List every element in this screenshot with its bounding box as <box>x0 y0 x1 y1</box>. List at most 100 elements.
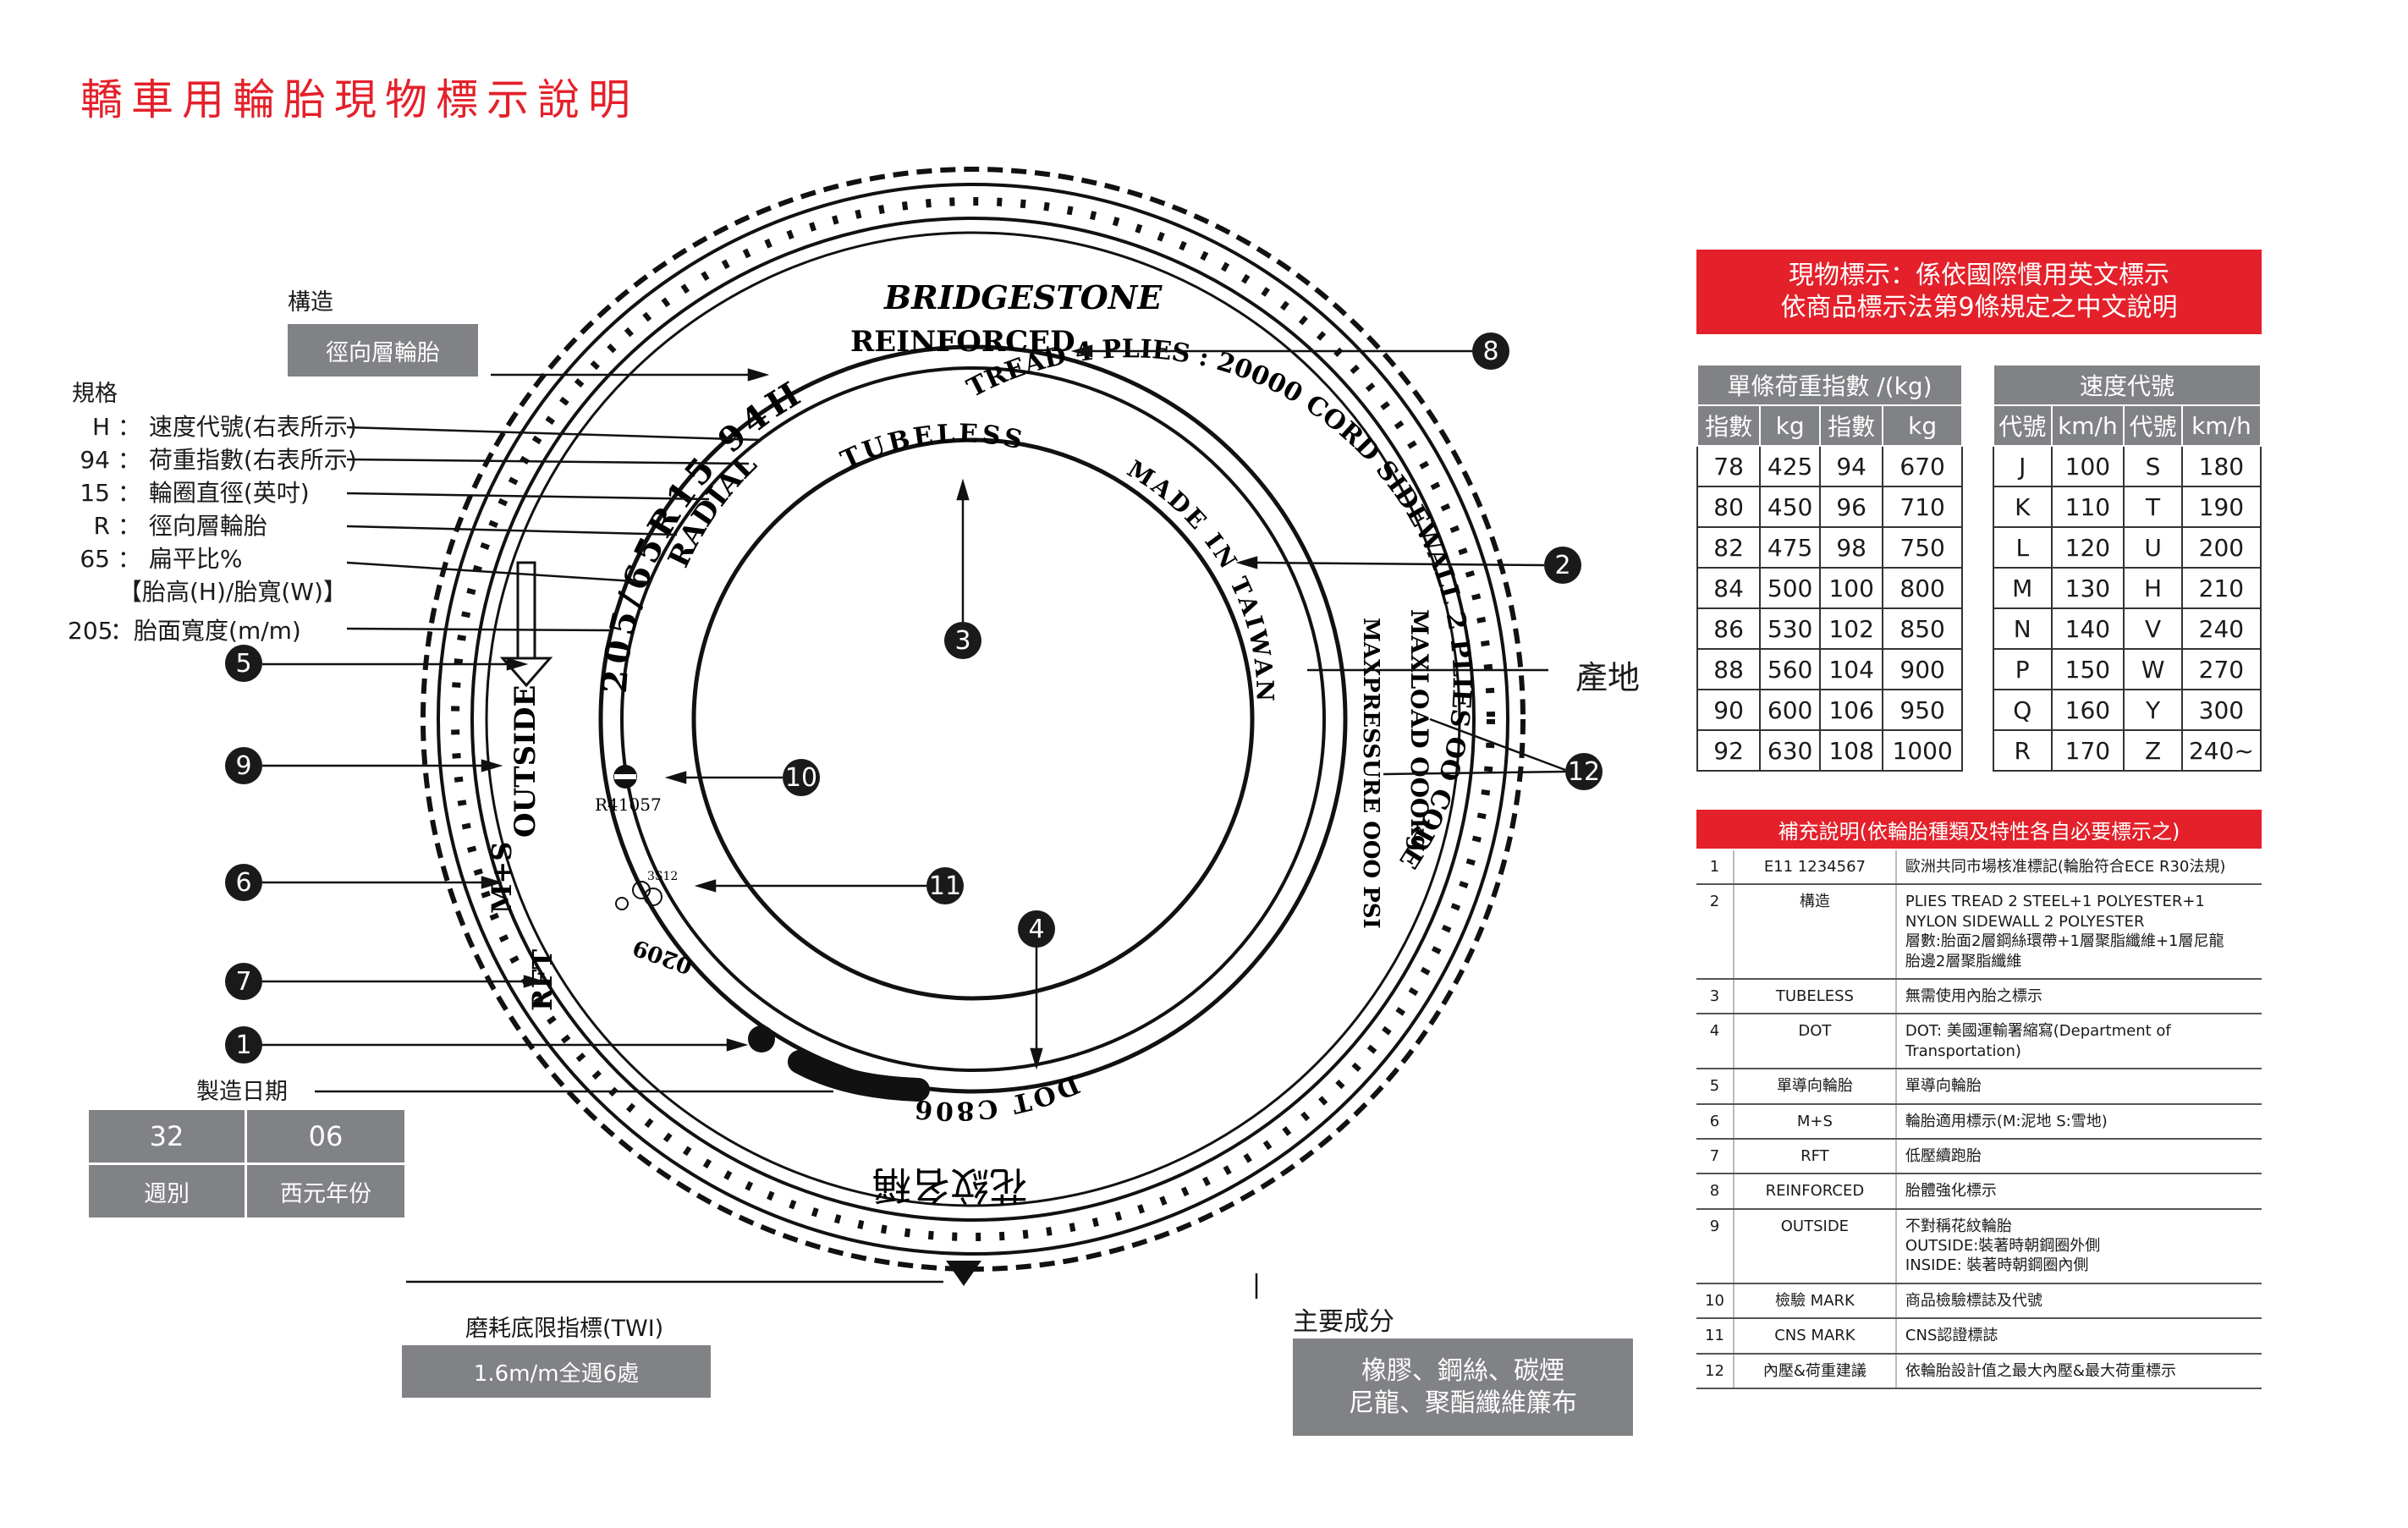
load-cell: 106 <box>1819 689 1884 731</box>
supplement-description: 不對稱花紋輪胎 OUTSIDE:裝著時朝鋼圈外側 INSIDE: 裝著時朝鋼圈內… <box>1895 1208 2262 1284</box>
speed-cell: 180 <box>2180 445 2262 487</box>
sidewall-ring-outer <box>598 344 1348 1094</box>
spec-line-speed: H ： 速度代號(右表所示) <box>91 413 357 441</box>
outside-text: OUTSIDE <box>509 685 542 838</box>
spec-label: 規格 <box>72 381 118 407</box>
load-cell: 98 <box>1819 526 1884 569</box>
spec-line-rim: 15 ： 輪圈直徑(英吋) <box>80 479 310 507</box>
speed-cell: 120 <box>2050 526 2125 569</box>
supplement-description: 依輪胎設計值之最大內壓&最大荷重標示 <box>1895 1353 2262 1390</box>
maxload-text: MAXLOAD OOOkg <box>1405 609 1433 851</box>
speed-table-title: 速度代號 <box>1993 364 2262 406</box>
speed-cell: 140 <box>2050 607 2125 650</box>
supplement-number: 1 <box>1696 850 1735 886</box>
speed-cell: N <box>1993 607 2053 650</box>
speed-cell: 240~ <box>2180 729 2262 772</box>
supplement-description: 商品檢驗標誌及代號 <box>1895 1283 2262 1320</box>
speed-header-kmh-2: km/h <box>2180 404 2262 447</box>
header-notice-box: 現物標示：係依國際慣用英文標示 依商品標示法第9條規定之中文說明 <box>1696 250 2262 334</box>
load-header-kg-1: kg <box>1759 404 1822 447</box>
tubeless-text: TUBELESS <box>837 419 1029 475</box>
speed-cell: U <box>2123 526 2183 569</box>
load-cell: 900 <box>1882 648 1963 690</box>
speed-cell: 160 <box>2050 689 2125 731</box>
supplement-code: CNS MARK <box>1733 1318 1897 1355</box>
load-cell: 80 <box>1696 486 1762 528</box>
speed-header-kmh-1: km/h <box>2050 404 2125 447</box>
supplement-number: 7 <box>1696 1138 1735 1175</box>
load-cell: 750 <box>1882 526 1963 569</box>
supplement-code: OUTSIDE <box>1733 1208 1897 1284</box>
supplement-number: 11 <box>1696 1318 1735 1355</box>
supplement-number: 10 <box>1696 1283 1735 1320</box>
date-code-text: 0209 <box>629 934 695 979</box>
supplement-description: PLIES TREAD 2 STEEL+1 POLYESTER+1 NYLON … <box>1895 884 2262 980</box>
made-in-text: MADE IN TAIWAN <box>1122 455 1278 705</box>
supplement-description: 單導向輪胎 <box>1895 1069 2262 1105</box>
load-cell: 475 <box>1759 526 1822 569</box>
callout-3: 3 <box>944 622 981 659</box>
manufacture-label: 製造日期 <box>196 1079 288 1105</box>
speed-cell: M <box>1993 567 2053 609</box>
twi-value-box: 1.6m/m全週6處 <box>402 1345 711 1398</box>
direction-arrow-icon <box>499 561 553 688</box>
supplement-number: 4 <box>1696 1014 1735 1070</box>
speed-cell: 170 <box>2050 729 2125 772</box>
speed-cell: P <box>1993 648 2053 690</box>
load-cell: 78 <box>1696 445 1762 487</box>
speed-cell: Y <box>2123 689 2183 731</box>
supplement-number: 12 <box>1696 1353 1735 1390</box>
load-cell: 92 <box>1696 729 1762 772</box>
callout-9: 9 <box>225 747 262 784</box>
supplement-code: 檢驗 MARK <box>1733 1283 1897 1320</box>
reinforced-text: REINFORCED <box>850 325 1075 359</box>
supplement-code: 單導向輪胎 <box>1733 1069 1897 1105</box>
speed-cell: Z <box>2123 729 2183 772</box>
speed-cell: 150 <box>2050 648 2125 690</box>
speed-cell: Q <box>1993 689 2053 731</box>
speed-header-code-1: 代號 <box>1993 404 2053 447</box>
callout-2: 2 <box>1544 547 1581 584</box>
callout-7: 7 <box>225 963 262 1000</box>
twi-label: 磨耗底限指標(TWI) <box>465 1316 664 1342</box>
structure-value-box: 徑向層輪胎 <box>288 324 478 377</box>
callout-8: 8 <box>1472 333 1509 370</box>
material-box: 橡膠、鋼絲、碳煙 尼龍、聚酯纖維簾布 <box>1293 1338 1633 1436</box>
supplement-number: 6 <box>1696 1103 1735 1140</box>
supplement-description: 低壓續跑胎 <box>1895 1138 2262 1175</box>
header-notice-line-1: 現物標示：係依國際慣用英文標示 <box>1789 261 2169 290</box>
load-cell: 104 <box>1819 648 1884 690</box>
tread-ring-1 <box>437 183 1509 1256</box>
leader-lines <box>262 344 1566 1299</box>
speed-cell: 210 <box>2180 567 2262 609</box>
callout-5: 5 <box>225 645 262 682</box>
supplement-code: TUBELESS <box>1733 978 1897 1015</box>
ms-text: M+S <box>486 842 518 914</box>
shoulder-ring <box>485 231 1461 1207</box>
origin-label: 產地 <box>1575 659 1641 696</box>
load-cell: 600 <box>1759 689 1822 731</box>
callout-1: 1 <box>225 1026 262 1064</box>
inspection-mark-icon <box>613 765 637 789</box>
load-cell: 82 <box>1696 526 1762 569</box>
pattern-name-text: 花紋名稱 <box>872 1162 1028 1208</box>
load-cell: 94 <box>1819 445 1884 487</box>
year-value: 06 <box>247 1110 404 1162</box>
supplement-code: 內壓&荷重建議 <box>1733 1353 1897 1390</box>
